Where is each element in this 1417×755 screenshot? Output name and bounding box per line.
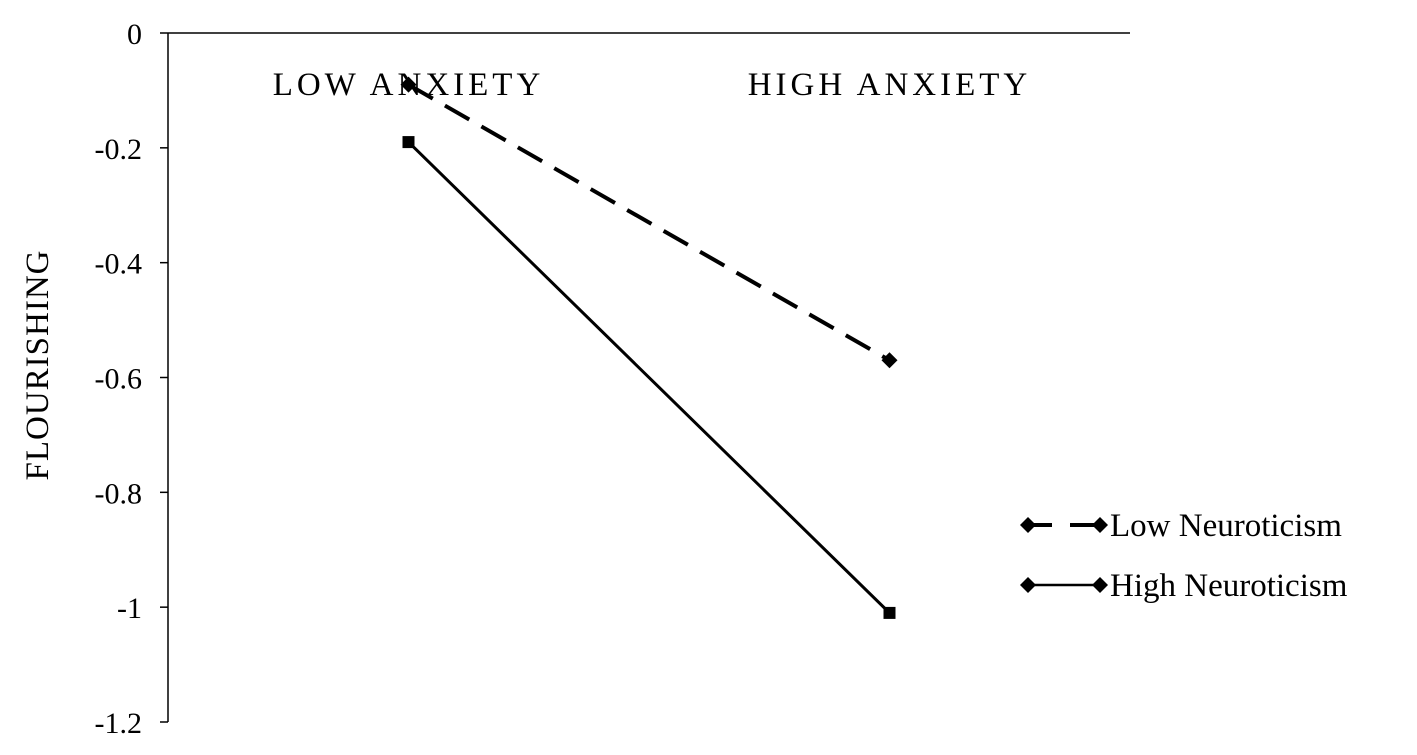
y-tick-label: -0.8 bbox=[95, 477, 143, 510]
series-layer bbox=[400, 76, 898, 619]
y-tick-label: 0 bbox=[127, 18, 142, 51]
series-high-neuroticism bbox=[402, 136, 896, 619]
data-point bbox=[881, 352, 898, 369]
y-tick-label: -0.4 bbox=[95, 248, 143, 281]
y-tick-label: -1.2 bbox=[95, 707, 143, 740]
y-tick-label: -0.2 bbox=[95, 133, 143, 166]
y-tick-label: -0.6 bbox=[95, 363, 143, 396]
y-axis-ticks: 0 -0.2 -0.4 -0.6 -0.8 -1 -1.2 bbox=[95, 18, 168, 740]
legend-marker bbox=[1092, 577, 1108, 593]
legend-label: High Neuroticism bbox=[1110, 568, 1348, 604]
data-point bbox=[402, 136, 415, 149]
legend-marker bbox=[1020, 577, 1036, 593]
legend-item: High Neuroticism bbox=[1020, 568, 1348, 604]
series-line bbox=[407, 141, 891, 614]
series-line bbox=[407, 82, 891, 363]
y-tick-label: -1 bbox=[117, 592, 142, 625]
category-label: HIGH ANXIETY bbox=[748, 67, 1032, 103]
legend-label: Low Neuroticism bbox=[1110, 508, 1342, 544]
legend-marker bbox=[1020, 517, 1036, 533]
legend-item: Low Neuroticism bbox=[1020, 508, 1342, 544]
data-point bbox=[400, 76, 417, 93]
series-low-neuroticism bbox=[400, 76, 898, 369]
y-axis-title: FLOURISHING bbox=[20, 249, 56, 480]
legend-marker bbox=[1092, 517, 1108, 533]
data-point bbox=[883, 606, 896, 619]
